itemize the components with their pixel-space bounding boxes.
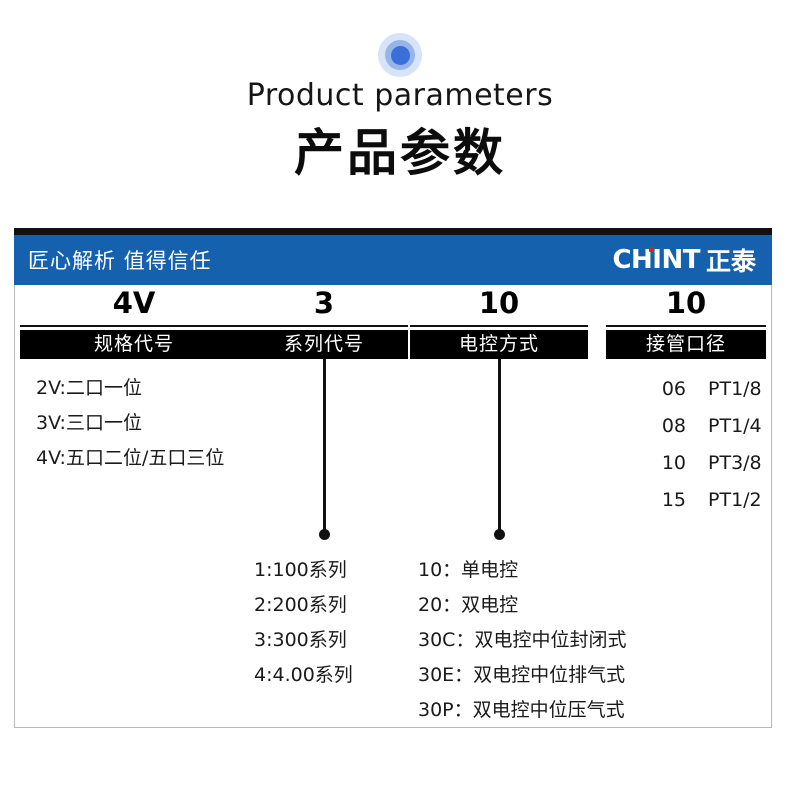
decorative-dot-ring	[385, 40, 415, 70]
code-column-control-mode: 10 电控方式 10：单电控 20：双电控 30C：双电控中位封闭式 30E：双…	[410, 285, 626, 721]
code-value-port-size: 10	[665, 286, 707, 320]
chint-logo-latin-text: CHINT	[612, 245, 700, 275]
port-code: 15	[661, 489, 686, 511]
code-rule-series	[240, 325, 408, 327]
list-item: 06 PT1/8	[628, 371, 766, 408]
list-item: 20：双电控	[418, 594, 519, 616]
list-item: 10：单电控	[418, 559, 519, 581]
code-column-port-size: 10 接管口径 06 PT1/8 08 PT1/4 10 PT3/8 15	[606, 285, 766, 519]
parameters-panel	[14, 228, 772, 728]
port-size: PT3/8	[708, 452, 762, 474]
port-code: 08	[661, 415, 686, 437]
list-item: 08 PT1/4	[628, 408, 766, 445]
connector-dot-series	[318, 529, 330, 540]
list-item: 2V:二口一位	[36, 377, 142, 399]
page-title-english: Product parameters	[246, 78, 554, 113]
list-item: 2:200系列	[254, 594, 347, 616]
code-rule-specification	[20, 325, 248, 327]
option-list-port-size: 06 PT1/8 08 PT1/4 10 PT3/8 15 PT1/2	[628, 371, 766, 519]
code-value-specification: 4V	[112, 286, 156, 320]
option-list-series: 1:100系列 2:200系列 3:300系列 4:4.00系列	[254, 553, 353, 693]
list-item: 30P：双电控中位压气式	[418, 699, 625, 721]
port-size: PT1/8	[708, 378, 762, 400]
decorative-dot-core	[390, 45, 410, 65]
code-value-series: 3	[313, 286, 335, 320]
model-code-breakdown: 4V 规格代号 2V:二口一位 3V:三口一位 4V:五口二位/五口三位 3 系…	[14, 285, 772, 728]
code-label-series: 系列代号	[240, 330, 408, 359]
code-rule-port-size	[606, 325, 766, 327]
code-label-specification: 规格代号	[20, 330, 248, 359]
port-size: PT1/2	[708, 489, 762, 511]
list-item: 15 PT1/2	[628, 482, 766, 519]
code-column-specification: 4V 规格代号 2V:二口一位 3V:三口一位 4V:五口二位/五口三位	[20, 285, 248, 476]
code-value-control-mode: 10	[478, 286, 520, 320]
code-rule-control-mode	[410, 325, 588, 327]
panel-header-bar: 匠心解析 值得信任 CHINT 正泰	[14, 235, 772, 285]
chint-logo-accent-dot-icon	[649, 247, 655, 252]
list-item: 30C：双电控中位封闭式	[418, 629, 627, 651]
decorative-dot-icon	[378, 33, 422, 77]
port-code: 06	[661, 378, 686, 400]
list-item: 30E：双电控中位排气式	[418, 664, 626, 686]
list-item: 4V:五口二位/五口三位	[36, 447, 225, 469]
list-item: 3V:三口一位	[36, 412, 142, 434]
panel-top-strip	[14, 228, 772, 235]
page-title-block: Product parameters 产品参数	[0, 0, 800, 215]
chint-logo-latin: CHINT	[612, 245, 700, 275]
option-list-control-mode: 10：单电控 20：双电控 30C：双电控中位封闭式 30E：双电控中位排气式 …	[418, 553, 626, 728]
list-item: 1:100系列	[254, 559, 347, 581]
page-title-chinese: 产品参数	[294, 124, 506, 182]
chint-logo-chinese: 正泰	[705, 247, 756, 276]
option-list-specification: 2V:二口一位 3V:三口一位 4V:五口二位/五口三位	[36, 371, 248, 476]
list-item: 4:4.00系列	[254, 664, 353, 686]
code-label-port-size: 接管口径	[606, 330, 766, 359]
chint-logo: CHINT 正泰	[612, 242, 756, 278]
list-item: 3:300系列	[254, 629, 347, 651]
code-label-control-mode: 电控方式	[410, 330, 588, 359]
code-column-series: 3 系列代号 1:100系列 2:200系列 3:300系列 4:4.00系列	[240, 285, 408, 686]
port-code: 10	[661, 452, 686, 474]
connector-stem-series	[322, 358, 326, 534]
connector-dot-control-mode	[493, 529, 505, 540]
connector-stem-control-mode	[497, 358, 501, 534]
port-size: PT1/4	[708, 415, 762, 437]
panel-header-slogan: 匠心解析 值得信任	[28, 249, 212, 273]
list-item: 10 PT3/8	[628, 445, 766, 482]
